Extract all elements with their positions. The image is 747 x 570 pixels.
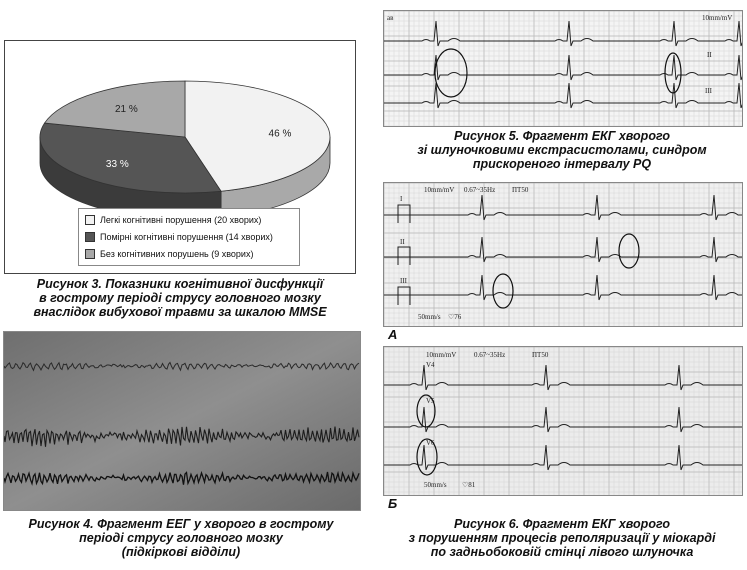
ecg-lead-label: V5 [426, 397, 435, 405]
ecg-grid [384, 183, 742, 326]
ecg-grid-major-lines [384, 11, 742, 126]
ecg-figure-6b-image: 10mm/mV 0.67~35Hz ПТ50 V4 V5 V6 50mm/s ♡… [383, 346, 743, 496]
caption-line: по задньобоковій стінці лівого шлуночка [430, 545, 694, 559]
ecg-header-label: 0.67~35Hz [464, 186, 495, 194]
caption-line: Рисунок 5. Фрагмент ЕКГ хворого [454, 129, 670, 143]
pie-slice [39, 122, 222, 194]
caption-line: (підкіркові відділи) [121, 545, 241, 559]
pie-value-label: 21 % [115, 104, 138, 115]
panel-letter-a: A [388, 327, 398, 342]
ecg-header-label: ПТ50 [532, 351, 549, 359]
figure-3-caption: Рисунок 3. Показники когнітивної дисфунк… [0, 277, 360, 319]
pie-legend: Легкі когнітивні порушення (20 хворих) П… [78, 208, 300, 266]
ecg-grid-major-lines [384, 183, 742, 326]
ecg-highlight-ellipse [434, 48, 468, 98]
ecg-header-label: 0.67~35Hz [474, 351, 505, 359]
eeg-trace [4, 426, 360, 447]
ecg-highlight-ellipse [618, 233, 640, 269]
ecg-lead-label: III [705, 87, 713, 95]
ecg-lead-label: I [400, 195, 403, 203]
panel-letter-b: Б [388, 496, 398, 511]
ecg-grid [384, 347, 742, 495]
ecg-trace [384, 444, 742, 471]
ecg-trace [384, 274, 742, 301]
ecg-footer-label: 50mm/s [418, 313, 441, 321]
legend-item: Без когнітивних порушень (9 хворих) [85, 245, 293, 262]
caption-line: з порушенням процесів реполяризації у мі… [408, 531, 716, 545]
pie-value-labels: 46 % 33 % 21 % [106, 104, 292, 170]
ecg-header-label: 10mm/mV [426, 351, 456, 359]
legend-label: Легкі когнітивні порушення (20 хворих) [100, 214, 262, 225]
eeg-trace [4, 361, 360, 372]
ecg-trace [384, 364, 742, 391]
ecg-header-label: ПТ50 [512, 186, 529, 194]
pie-chart: 46 % 33 % 21 % [39, 80, 331, 220]
legend-swatch [85, 231, 95, 242]
eeg-trace [4, 470, 360, 486]
legend-swatch [85, 214, 95, 225]
ecg-lead-label: II [707, 51, 712, 59]
ecg-lead-label: V6 [426, 439, 435, 447]
caption-line: прискореного інтервалу PQ [472, 157, 652, 171]
ecg-trace [384, 54, 742, 81]
caption-line: Рисунок 3. Показники когнітивної дисфунк… [36, 277, 324, 291]
eeg-traces [4, 332, 360, 510]
ecg-trace [384, 406, 742, 433]
ecg-trace [384, 194, 742, 221]
ecg-lead-label: II [400, 238, 405, 246]
ecg-trace [384, 20, 742, 47]
ecg-footer-label: 50mm/s [424, 481, 447, 489]
caption-line: внаслідок вибухової травми за шкалою MMS… [33, 305, 327, 319]
legend-label: Без когнітивних порушень (9 хворих) [100, 248, 254, 259]
ecg-highlight-ellipse [492, 273, 514, 309]
legend-label: Помірні когнітивні порушення (14 хворих) [100, 231, 273, 242]
calibration-pulse [397, 204, 411, 305]
legend-item: Помірні когнітивні порушення (14 хворих) [85, 228, 293, 245]
pie-chart-frame: 46 % 33 % 21 % [4, 40, 356, 274]
ecg-trace [384, 236, 742, 263]
ecg-header-label: 10mm/mV [424, 186, 454, 194]
legend-item: Легкі когнітивні порушення (20 хворих) [85, 211, 293, 228]
ecg-scale-label: 10mm/mV [702, 14, 732, 22]
ecg-grid [384, 11, 742, 126]
ecg-figure-5-image: aв 10mm/mV II III [383, 10, 743, 127]
figure-6-caption: Рисунок 6. Фрагмент ЕКГ хворого з поруше… [383, 517, 741, 559]
pie-value-label: 46 % [269, 128, 292, 139]
ecg-highlight-ellipse [416, 394, 436, 428]
ecg-grid-lines [384, 183, 742, 326]
ecg-lead-label: III [400, 277, 408, 285]
caption-line: в гострому періоді струсу головного мозк… [39, 291, 321, 305]
caption-line: періоді струсу головного мозку [79, 531, 283, 545]
pie-top-faces [39, 80, 331, 194]
pie-value-label: 33 % [106, 159, 129, 170]
eeg-image [3, 331, 361, 511]
ecg-footer-label: ♡76 [448, 313, 462, 321]
caption-line: зі шлуночковими екстрасистолами, синдром [417, 143, 707, 157]
caption-line: Рисунок 6. Фрагмент ЕКГ хворого [454, 517, 670, 531]
ecg-figure-6a-image: 10mm/mV 0.67~35Hz ПТ50 I II III 50mm/s ♡… [383, 182, 743, 327]
ecg-highlight-ellipse [416, 438, 438, 476]
ecg-grid-lines [384, 347, 742, 495]
legend-swatch [85, 248, 95, 259]
pie-slice [184, 80, 331, 192]
figure-4-caption: Рисунок 4. Фрагмент ЕЕГ у хворого в гост… [0, 517, 362, 559]
pie-slice [43, 80, 186, 138]
ecg-figure-6a: 10mm/mV 0.67~35Hz ПТ50 I II III 50mm/s ♡… [384, 183, 742, 326]
ecg-figure-6b: 10mm/mV 0.67~35Hz ПТ50 V4 V5 V6 50mm/s ♡… [384, 347, 742, 495]
ecg-grid-lines [384, 11, 742, 126]
ecg-corner-label: aв [387, 14, 394, 22]
ecg-grid-major-lines [384, 347, 742, 495]
caption-line: Рисунок 4. Фрагмент ЕЕГ у хворого в гост… [28, 517, 334, 531]
ecg-lead-label: V4 [426, 361, 435, 369]
ecg-figure-5: aв 10mm/mV II III [384, 11, 742, 126]
ecg-footer-label: ♡81 [462, 481, 476, 489]
ecg-highlight-ellipse [664, 52, 682, 94]
figure-5-caption: Рисунок 5. Фрагмент ЕКГ хворого зі шлуно… [383, 129, 741, 171]
ecg-trace [384, 82, 742, 109]
